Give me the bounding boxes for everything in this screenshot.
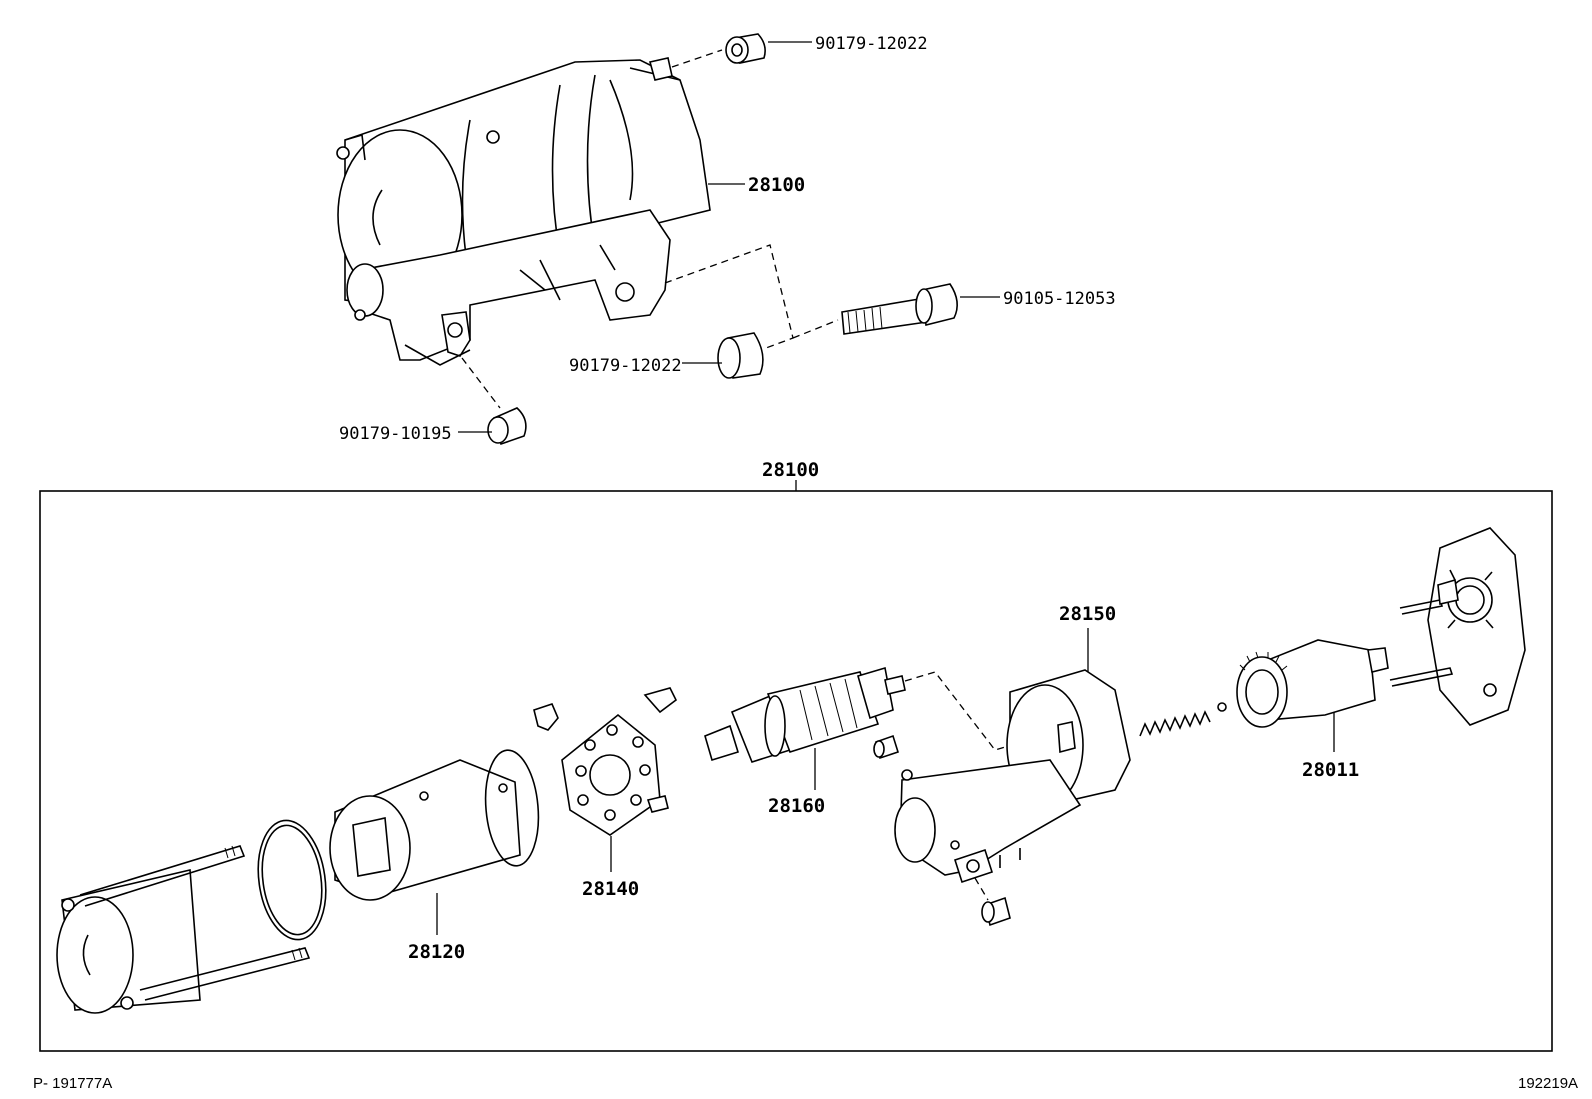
label-yoke: 28120: [408, 941, 465, 963]
label-nut-top: 90179-12022: [815, 34, 928, 54]
yoke-drawing: [329, 759, 521, 901]
label-clutch: 28011: [1302, 759, 1359, 781]
o-ring-drawing: [257, 819, 327, 941]
label-armature: 28160: [768, 795, 825, 817]
label-box-assembly: 28100: [762, 459, 819, 481]
nut-top-drawing: [725, 33, 766, 64]
label-nut-terminal: 90179-10195: [339, 424, 452, 444]
armature-drawing: [704, 666, 906, 763]
label-starter-assembly: 28100: [748, 174, 805, 196]
label-bolt: 90105-12053: [1003, 289, 1116, 309]
label-magnetic-switch: 28150: [1059, 603, 1116, 625]
footer-right-code: 192219A: [1518, 1075, 1578, 1092]
label-brush-holder: 28140: [582, 878, 639, 900]
brush-holder-drawing: [533, 687, 678, 836]
nut-terminal-drawing: [487, 407, 527, 446]
bolt-drawing: [841, 283, 958, 335]
drive-end-frame-drawing: [1389, 527, 1526, 726]
footer-left-code: P- 191777A: [33, 1075, 112, 1092]
spring-drawing: [1139, 702, 1227, 737]
magnetic-switch-drawing: [894, 669, 1131, 884]
end-cover-drawing: [56, 845, 311, 1014]
starter-assembly-drawing: [336, 57, 711, 366]
nut-mid-drawing: [717, 332, 764, 379]
clutch-drawing: [1236, 639, 1389, 728]
label-nut-mid: 90179-12022: [569, 356, 682, 376]
exploded-view-frame: [39, 490, 1553, 1052]
